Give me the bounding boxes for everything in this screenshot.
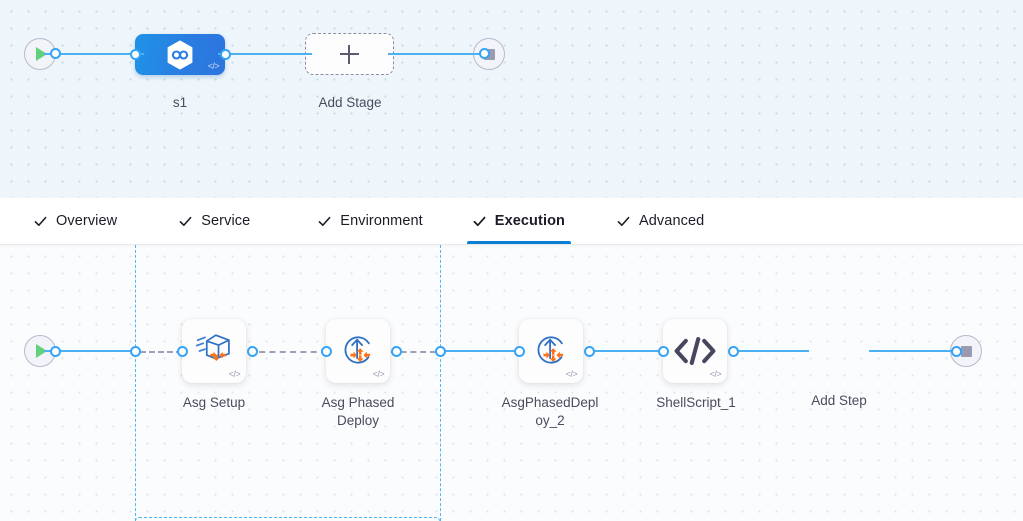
check-icon <box>617 216 630 226</box>
stage-start-port[interactable] <box>50 48 61 59</box>
asg-phased-deploy-2-label-line2: oy_2 <box>535 413 565 428</box>
tab-environment[interactable]: Environment <box>302 198 439 244</box>
add-stage-button[interactable] <box>305 33 394 75</box>
asg-phased-deploy-2-port-left[interactable] <box>513 345 525 357</box>
stage-node-s1[interactable]: </> <box>135 34 225 75</box>
stage-link-start <box>44 52 144 56</box>
asg-phased-deploy-port-left[interactable] <box>320 345 332 357</box>
step-node-asg-phased-deploy-2[interactable]: </> <box>519 319 583 383</box>
step-link-group-entry <box>140 351 182 353</box>
step-link-start <box>44 349 136 353</box>
tab-environment-label: Environment <box>340 213 423 229</box>
asg-phased-deploy-2-label: AsgPhasedDepl oy_2 <box>494 394 606 430</box>
step-end-node[interactable] <box>950 335 982 367</box>
stage-start-node[interactable] <box>24 38 56 70</box>
step-code-badge: </> <box>372 369 385 379</box>
asg-phased-deploy-label: Asg Phased Deploy <box>321 395 395 428</box>
shellscript-1-port-right[interactable] <box>728 345 739 357</box>
tab-advanced-label: Advanced <box>639 213 705 229</box>
shellscript-1-label: ShellScript_1 <box>656 395 736 410</box>
step-code-badge: </> <box>709 369 722 379</box>
stage-node-port-left[interactable] <box>129 49 141 60</box>
group-left-guide <box>135 245 136 521</box>
check-icon <box>473 216 486 226</box>
asg-setup-port-right[interactable] <box>247 345 258 357</box>
step-start-node[interactable] <box>24 335 56 367</box>
step-start-port[interactable] <box>50 345 61 357</box>
stage-canvas[interactable]: </> s1 Add Stage <box>0 0 1023 198</box>
check-icon <box>318 216 331 226</box>
group-exit-port[interactable] <box>434 345 446 357</box>
stage-node-label: s1 <box>172 95 188 110</box>
step-link-addstep-to-end <box>869 349 959 353</box>
check-icon <box>179 216 192 226</box>
plus-icon <box>340 44 359 64</box>
play-icon <box>36 344 47 358</box>
asg-phased-deploy-port-right[interactable] <box>391 345 402 357</box>
add-step-label: Add Step <box>811 393 867 408</box>
step-code-badge: </> <box>565 369 578 379</box>
tab-service[interactable]: Service <box>163 198 266 244</box>
stage-node-port-right[interactable] <box>219 49 231 60</box>
asg-phased-deploy-2-label-line1: AsgPhasedDepl <box>501 395 599 410</box>
stage-end-port[interactable] <box>479 48 490 59</box>
add-stage-label: Add Stage <box>318 95 382 110</box>
step-node-asg-setup[interactable]: </> <box>182 319 246 383</box>
check-icon <box>34 216 47 226</box>
execution-steps-canvas[interactable]: Canary Deployment <box>0 245 1023 521</box>
step-code-badge: </> <box>228 369 241 379</box>
code-brackets-icon <box>674 337 716 365</box>
tab-execution-label: Execution <box>494 213 565 229</box>
play-icon <box>36 47 47 61</box>
step-link-shellscript-to-addstep <box>731 349 809 353</box>
tab-overview-label: Overview <box>56 213 118 229</box>
pipeline-hexagon-icon <box>167 39 193 70</box>
asg-setup-box-icon <box>195 334 230 361</box>
asg-phased-deploy-icon <box>344 336 370 364</box>
asg-setup-port-left[interactable] <box>176 345 188 357</box>
asg-setup-label: Asg Setup <box>182 395 246 410</box>
step-node-shellscript-1[interactable]: </> <box>663 319 727 383</box>
asg-phased-deploy-icon <box>537 336 563 364</box>
stage-code-badge: </> <box>207 61 220 71</box>
tab-service-label: Service <box>201 213 251 229</box>
step-group-canary-deployment[interactable] <box>135 517 440 521</box>
stage-link-middle <box>218 52 312 56</box>
tab-overview[interactable]: Overview <box>18 198 133 244</box>
step-link-groupexit-to-deploy2 <box>440 349 520 353</box>
step-link-deploy2-to-shellscript <box>588 349 664 353</box>
step-node-asg-phased-deploy[interactable]: </> <box>326 319 390 383</box>
asg-phased-deploy-2-port-right[interactable] <box>584 345 595 357</box>
step-end-port[interactable] <box>951 345 962 357</box>
tab-execution[interactable]: Execution <box>457 198 581 244</box>
stop-icon <box>960 345 972 357</box>
shellscript-1-port-left[interactable] <box>657 345 669 357</box>
stage-link-end <box>388 52 484 56</box>
stage-config-tabs: Overview Service Environment Execution A <box>0 198 1023 245</box>
tab-advanced[interactable]: Advanced <box>601 198 720 244</box>
group-right-guide <box>440 245 441 521</box>
group-entry-port[interactable] <box>130 345 141 357</box>
